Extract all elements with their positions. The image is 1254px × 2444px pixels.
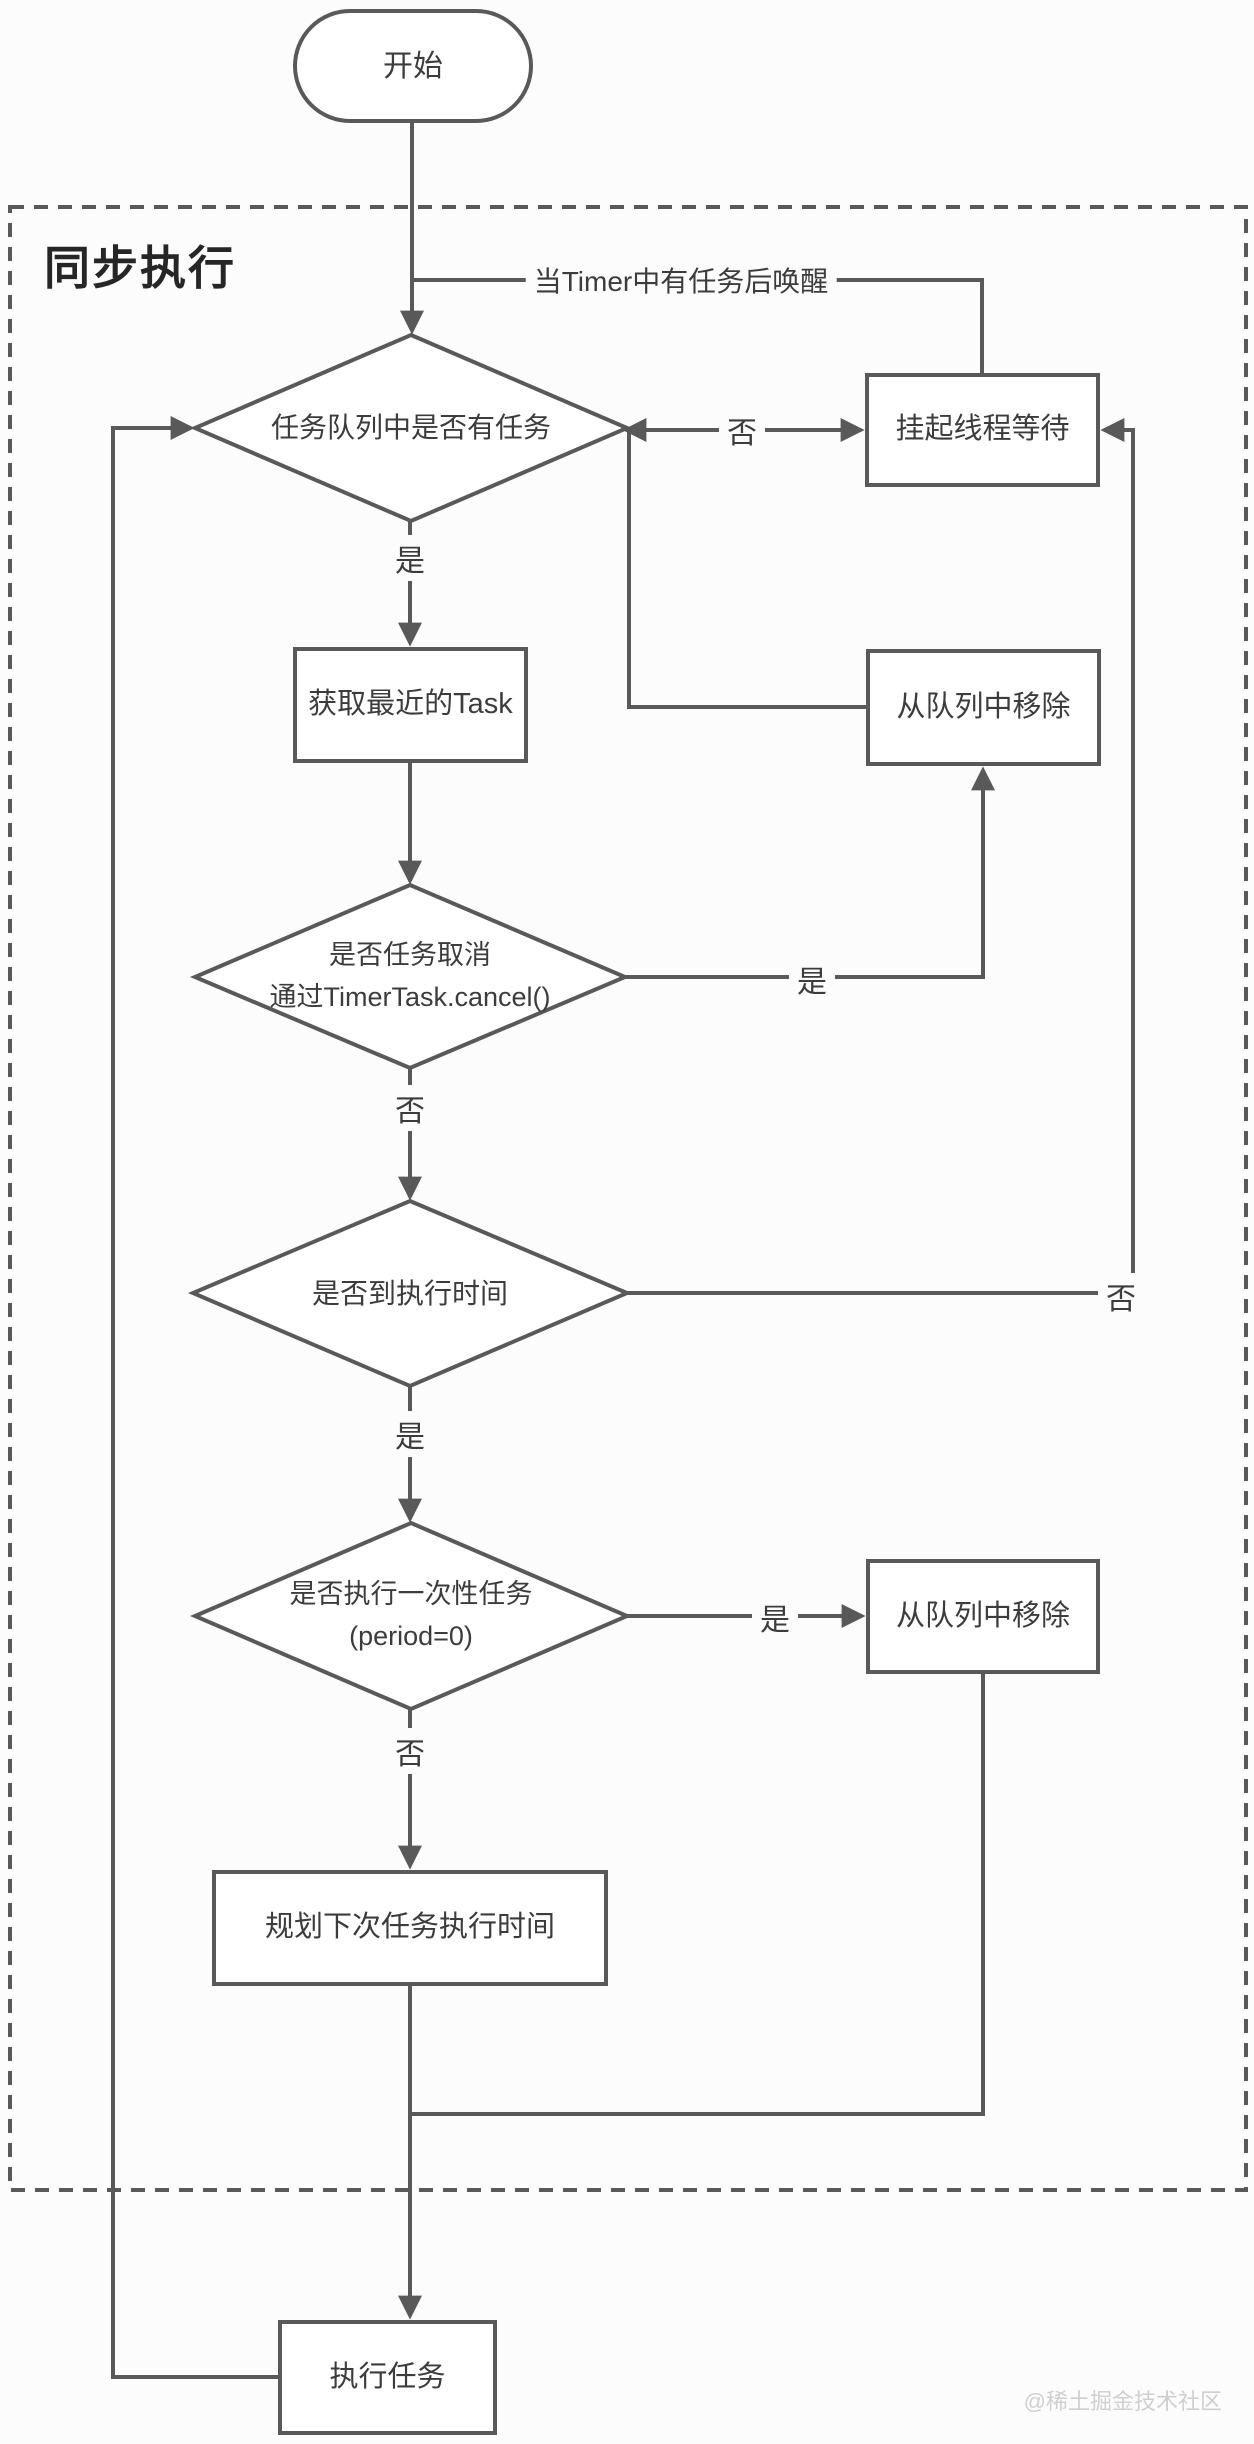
edge-time-no-to-suspend [627, 418, 1135, 1295]
edge-label-yes-2: 是 [789, 956, 835, 1002]
node-schedule-next-run: 规划下次任务执行时间 [212, 1870, 608, 1986]
edge-label-no-4: 否 [387, 1728, 433, 1774]
node-remove-from-queue-2: 从队列中移除 [866, 1559, 1100, 1674]
edge-label-no-1: 否 [719, 407, 765, 453]
edge-label-no-2: 否 [387, 1085, 433, 1131]
node-remove-from-queue-1: 从队列中移除 [866, 649, 1101, 766]
edge-remove2-merge [412, 1674, 985, 2116]
edge-execute-loop-to-has-task [111, 416, 278, 2379]
sync-container-title: 同步执行 [44, 242, 236, 294]
edge-label-yes-4: 是 [752, 1594, 798, 1640]
node-get-task: 获取最近的Task [293, 647, 528, 763]
edge-label-yes-1: 是 [387, 535, 433, 581]
edge-label-yes-3: 是 [387, 1411, 433, 1457]
edge-label-wake: 当Timer中有任务后唤醒 [525, 259, 837, 301]
edge-label-no-3: 否 [1098, 1273, 1144, 1319]
decision-cancelled-shape [189, 882, 631, 1071]
node-start: 开始 [293, 9, 533, 123]
node-execute-task: 执行任务 [278, 2320, 497, 2435]
edge-cancelled-yes-to-remove1 [625, 766, 995, 979]
decision-time-shape [187, 1198, 633, 1389]
node-suspend-thread: 挂起线程等待 [865, 373, 1100, 487]
decision-has-task-shape [189, 332, 633, 524]
edge-remove1-to-has-task [622, 418, 866, 709]
watermark: @稀土掘金技术社区 [1023, 2389, 1222, 2414]
decision-once-shape [189, 1520, 633, 1712]
